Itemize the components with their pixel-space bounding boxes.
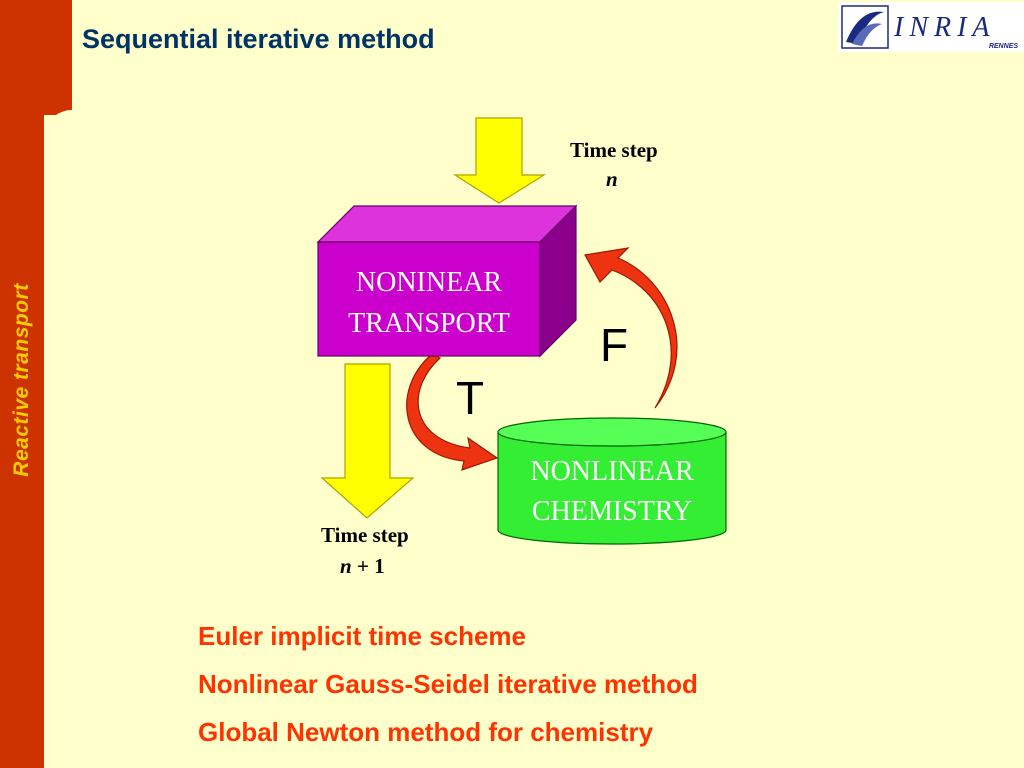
bullet-item: Euler implicit time scheme [198, 621, 527, 651]
sidebar-header-band [44, 0, 72, 115]
bullet-item: Global Newton method for chemistry [198, 717, 654, 747]
slide-title: Sequential iterative method [82, 24, 435, 54]
time-step-top-var: n [606, 167, 618, 191]
chemistry-box-line1: NONLINEAR [530, 456, 694, 487]
chemistry-cylinder: NONLINEAR CHEMISTRY [497, 417, 727, 545]
time-step-bottom-var: n [340, 554, 352, 578]
time-step-output-arrow [320, 363, 415, 519]
time-step-bottom-label: Time step [321, 523, 409, 547]
inria-logo: INRIA RENNES [838, 2, 1024, 52]
time-step-bottom-var-line: n + 1 [340, 554, 385, 578]
chemistry-box-line2: CHEMISTRY [532, 496, 692, 527]
sidebar-bar [0, 0, 44, 768]
transport-box-line1: NONINEAR [356, 267, 503, 298]
time-step-input-arrow [452, 117, 547, 204]
arrow-label-f: F [600, 319, 628, 371]
arrow-label-t: T [456, 372, 484, 424]
transport-box-line2: TRANSPORT [348, 308, 510, 339]
feedback-arrow-f [584, 247, 678, 409]
time-step-top-label: Time step [570, 138, 658, 162]
transport-box: NONINEAR TRANSPORT [316, 204, 578, 358]
bullet-item: Nonlinear Gauss-Seidel iterative method [198, 669, 698, 699]
logo-subtext: RENNES [989, 43, 1019, 50]
logo-wordmark: INRIA [893, 12, 996, 43]
transport-arrow-t [406, 353, 499, 471]
time-step-bottom-rest: + 1 [352, 554, 385, 578]
method-bullet-list: Euler implicit time scheme Nonlinear Gau… [198, 612, 698, 756]
logo-swoosh2-icon [852, 23, 882, 46]
